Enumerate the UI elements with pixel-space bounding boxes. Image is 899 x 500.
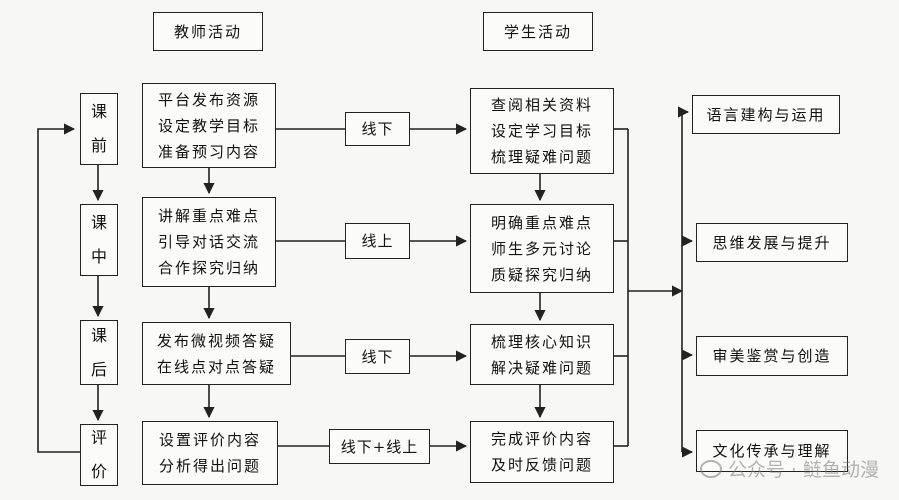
mode-offline-before: 线下 bbox=[345, 112, 410, 146]
mode-blended-evaluation: 线下+线上 bbox=[329, 429, 430, 464]
teacher-activity-in-class: 讲解重点难点 引导对话交流 合作探究归纳 bbox=[142, 197, 276, 287]
student-activity-header: 学生活动 bbox=[483, 12, 593, 51]
feedback-loop-arrow bbox=[37, 123, 80, 453]
outcome-aesthetics: 审美鉴赏与创造 bbox=[696, 336, 848, 376]
teacher-activity-before: 平台发布资源 设定教学目标 准备预习内容 bbox=[142, 83, 276, 168]
teacher-activity-evaluation: 设置评价内容 分析得出问题 bbox=[142, 421, 278, 485]
teacher-activity-header: 教师活动 bbox=[153, 12, 263, 51]
stage-in-class: 课 中 bbox=[80, 204, 118, 276]
student-activity-evaluation: 完成评价内容 及时反馈问题 bbox=[470, 421, 614, 483]
watermark: 公众号 · 鲢鱼动漫 bbox=[699, 455, 879, 482]
stage-after-class: 课 后 bbox=[80, 320, 118, 385]
outcome-thinking: 思维发展与提升 bbox=[696, 223, 848, 262]
outcome-language: 语言建构与运用 bbox=[692, 95, 840, 134]
mode-offline-after: 线下 bbox=[345, 339, 410, 374]
student-activity-in-class: 明确重点难点 师生多元讨论 质疑探究归纳 bbox=[470, 204, 614, 293]
student-activity-before: 查阅相关资料 设定学习目标 梳理疑难问题 bbox=[470, 88, 614, 174]
outcome-culture: 文化传承与理解 bbox=[696, 430, 848, 472]
student-activity-after: 梳理核心知识 解决疑难问题 bbox=[470, 324, 614, 385]
stage-before-class: 课 前 bbox=[80, 93, 118, 165]
stage-evaluation: 评 价 bbox=[80, 424, 118, 486]
mode-online-in-class: 线上 bbox=[345, 223, 410, 259]
wechat-icon bbox=[699, 459, 722, 478]
teacher-activity-after: 发布微视频答疑 在线点对点答疑 bbox=[142, 322, 291, 385]
